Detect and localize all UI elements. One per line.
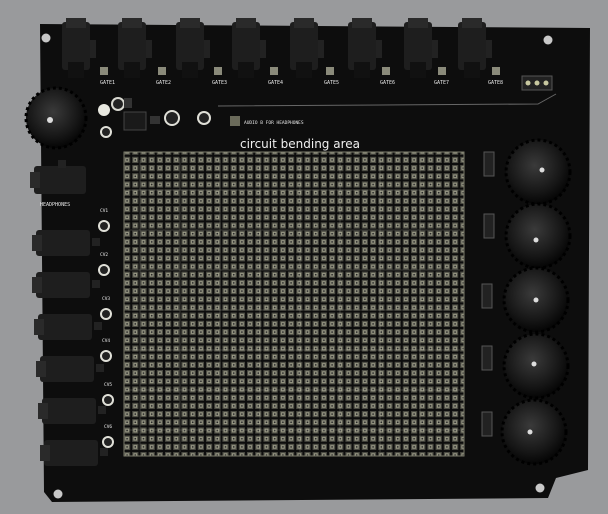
gate-label: GATE5 [324,80,339,86]
power-header [521,75,553,91]
right-knobs[interactable] [500,138,572,466]
knob [502,332,570,400]
gate-jacks[interactable] [62,18,492,78]
headphones-jack[interactable] [30,160,86,194]
audio-note: AUDIO B FOR HEADPHONES [244,120,304,126]
components-top-left [98,97,240,138]
mounting-holes [41,33,553,499]
headphones-label: HEADPHONES [40,202,70,208]
circuit-bending-area[interactable] [123,151,465,457]
cv-caps [98,220,114,448]
gate-label: GATE4 [268,80,283,86]
cv-labels: CV1 CV2 CV3 CV4 CV5 CV6 [100,208,112,430]
cv-label: CV1 [100,208,108,214]
gate-pads [100,67,500,75]
volume-knob[interactable] [24,86,88,150]
cv-jacks[interactable] [32,230,108,466]
cv-label: CV2 [100,252,108,258]
knob [502,266,570,334]
cv-label: CV3 [102,296,110,302]
cv-label: CV4 [102,338,110,344]
gate-labels: GATE1 GATE2 GATE3 GATE4 GATE5 GATE6 GATE… [100,80,503,86]
gate-label: GATE6 [380,80,395,86]
board-title: circuit bending area [240,137,360,151]
gate-label: GATE3 [212,80,227,86]
knob [504,138,572,206]
knob [504,202,572,270]
gate-label: GATE1 [100,80,115,86]
silk-line [217,93,557,107]
cv-label: CV5 [104,382,112,388]
gate-label: GATE2 [156,80,171,86]
gate-label: GATE8 [488,80,503,86]
grid-traces [128,158,460,452]
cv-label: CV6 [104,424,112,430]
knob [500,398,568,466]
right-headers [481,151,495,437]
gate-label: GATE7 [434,80,449,86]
